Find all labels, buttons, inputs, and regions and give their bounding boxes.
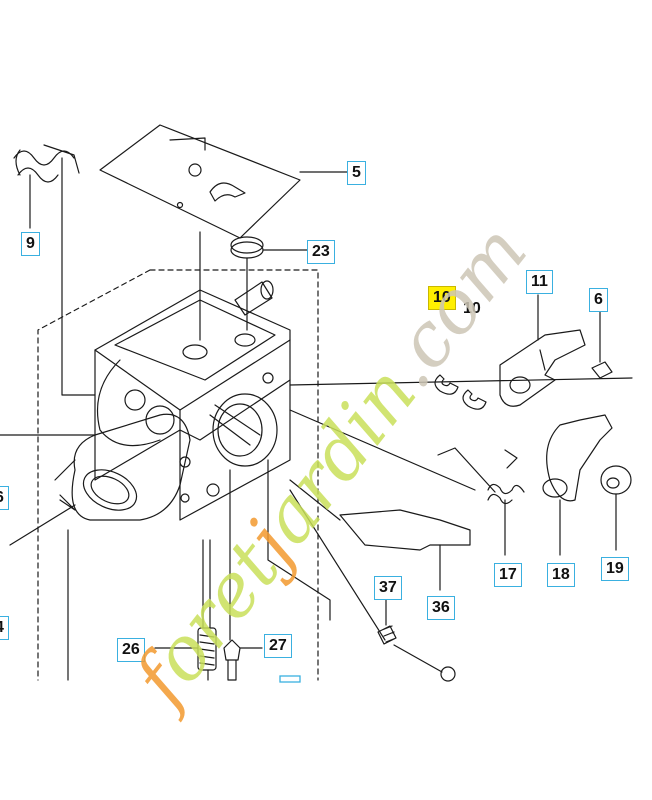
callout-23: 23 (307, 240, 335, 264)
lever-part-11 (499, 294, 586, 407)
callout-10-highlighted: 10 (428, 286, 456, 310)
callout-edge-left-upper: 6 (0, 486, 9, 510)
plate-part-36 (289, 479, 471, 591)
callout-26: 26 (117, 638, 145, 662)
screw-part-37 (289, 489, 456, 682)
callout-edge-left-lower: 4 (0, 616, 9, 640)
callout-11: 11 (526, 270, 553, 294)
callout-19: 19 (601, 557, 629, 581)
callout-5: 5 (347, 161, 366, 185)
washer-part-19 (600, 465, 632, 551)
callout-36: 36 (427, 596, 455, 620)
callout-17: 17 (494, 563, 522, 587)
clip-part-10a (434, 374, 459, 395)
callout-18: 18 (547, 563, 575, 587)
clip-part-10b (462, 389, 487, 410)
callout-10: 10 (463, 300, 481, 317)
spring-part-9 (13, 144, 80, 229)
gasket-part-5 (99, 124, 349, 239)
cropped-callout-box (279, 675, 301, 683)
dashed-frame (37, 269, 319, 681)
callout-37: 37 (374, 576, 402, 600)
leader-line-9 (61, 157, 96, 396)
callout-6: 6 (589, 288, 608, 312)
callout-9: 9 (21, 232, 40, 256)
oring-part-23 (230, 236, 309, 331)
leader-line-right-axis (289, 377, 633, 386)
needle-part-27 (223, 469, 263, 681)
plate-part-18 (542, 414, 613, 556)
leader-line-left-b (9, 504, 76, 546)
spring-part-26 (154, 539, 217, 681)
screw-part-6 (591, 304, 613, 379)
carburetor-body (54, 280, 291, 521)
callout-27: 27 (264, 634, 292, 658)
spring-part-17 (289, 409, 525, 556)
